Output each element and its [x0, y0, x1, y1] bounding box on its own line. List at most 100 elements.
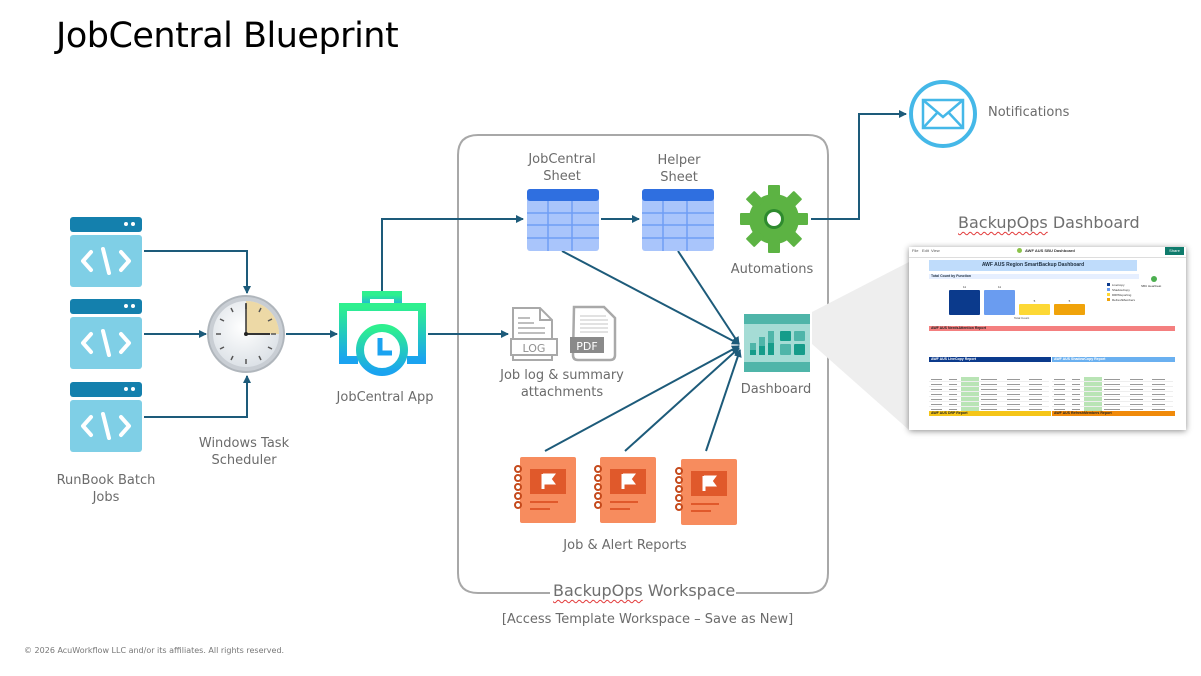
- preview-cell-text: [1104, 403, 1120, 405]
- preview-table-cell: [1052, 407, 1070, 411]
- code-window-icon: [70, 217, 142, 287]
- preview-table-cell: [1027, 397, 1049, 401]
- preview-cell-text: [981, 393, 997, 395]
- preview-table-cell: [947, 407, 961, 411]
- preview-table-cell: [1084, 397, 1102, 401]
- preview-table-row: [1052, 397, 1173, 402]
- preview-cell-text: [1007, 388, 1021, 390]
- preview-beam: [812, 262, 909, 430]
- preview-table-cell: [1128, 397, 1150, 401]
- code-window-icon: [70, 299, 142, 369]
- preview-table-cell: [1150, 407, 1172, 411]
- preview-bar-value: 5: [1068, 299, 1071, 303]
- preview-table-cell: [1128, 407, 1150, 411]
- notifications-label: Notifications: [988, 105, 1070, 120]
- preview-cell-text: [949, 408, 958, 410]
- preview-title: BackupOps Dashboard: [958, 213, 1140, 232]
- preview-cell-text: [1104, 388, 1120, 390]
- preview-cell-text: [1104, 383, 1120, 385]
- preview-cell-text: [1072, 378, 1081, 380]
- preview-cell-text: [1007, 403, 1021, 405]
- preview-bar-drpreporting: [1019, 304, 1050, 315]
- preview-table-row: [929, 387, 1049, 392]
- preview-cell-text: [981, 388, 997, 390]
- preview-cell-text: [1007, 393, 1021, 395]
- report-notebook-icon: [514, 457, 576, 523]
- attachments-label-line2: attachments: [520, 385, 604, 400]
- helper-sheet-label-line2: Sheet: [660, 170, 698, 185]
- preview-cell-text: [1072, 398, 1081, 400]
- preview-cell-text: [981, 403, 997, 405]
- preview-table-row: [929, 397, 1049, 402]
- app-label: JobCentral App: [336, 390, 434, 405]
- preview-cell-text: [949, 398, 958, 400]
- preview-cell-text: [1104, 393, 1120, 395]
- arrow-automations-notifications: [811, 110, 907, 220]
- spreadsheet-icon: [642, 189, 714, 251]
- jobcentral-sheet-label: JobCentral Sheet: [503, 151, 621, 185]
- preview-cell-text: [1007, 408, 1021, 410]
- preview-cell-text: [1029, 383, 1043, 385]
- preview-cell-text: [1152, 383, 1166, 385]
- preview-cell-text: [1029, 378, 1043, 380]
- preview-doc-title: AWF AUS SBU Dashboard: [1025, 248, 1075, 253]
- preview-cell-text: [1054, 398, 1065, 400]
- preview-status-label: SBU Heartbeat: [1141, 284, 1162, 288]
- preview-table-cell: [1084, 387, 1102, 391]
- preview-cell-text: [1152, 388, 1166, 390]
- preview-cell-text: [931, 393, 942, 395]
- preview-section-refreshmembers: AWF AUS RefreshMembers Report: [1052, 411, 1175, 416]
- attachments-label-line1: Job log & summary: [500, 368, 624, 383]
- preview-bar-value: 11: [997, 285, 1002, 289]
- preview-table-cell: [1102, 407, 1128, 411]
- spreadsheet-icon: [527, 189, 599, 251]
- scheduler-label-line2: Scheduler: [211, 453, 277, 468]
- jobcentral-sheet-label-line1: JobCentral: [528, 152, 596, 167]
- preview-cell-text: [1054, 403, 1065, 405]
- preview-cell-text: [1152, 378, 1166, 380]
- preview-bar-livecopy: [949, 290, 980, 315]
- preview-table-cell: [1128, 392, 1150, 396]
- workspace-title-word1: BackupOps: [553, 581, 643, 600]
- arrow-report1-dashboard: [544, 345, 740, 452]
- preview-cell-text: [1029, 388, 1043, 390]
- preview-cell-text: [1130, 408, 1144, 410]
- preview-table-cell: [1027, 402, 1049, 406]
- preview-table-cell: [961, 392, 979, 396]
- runbook-label-line2: Jobs: [92, 490, 120, 505]
- legend-label: RefreshMembers: [1112, 297, 1136, 302]
- preview-cell-text: [1007, 378, 1021, 380]
- dashboard-preview: File Edit View AWF AUS SBU Dashboard Sha…: [909, 247, 1186, 430]
- code-window-icon: [70, 382, 142, 452]
- preview-cell-text: [1104, 408, 1120, 410]
- dashboard-label: Dashboard: [740, 382, 812, 397]
- preview-table-cell: [1150, 392, 1172, 396]
- report-notebook-icon: [675, 459, 737, 525]
- dashboard-icon: [744, 314, 810, 372]
- preview-legend-item: ShadowCopy: [1107, 287, 1135, 292]
- preview-cell-text: [931, 398, 942, 400]
- preview-table-cell: [1052, 387, 1070, 391]
- preview-table-cell: [1102, 392, 1128, 396]
- preview-table-cell: [1102, 387, 1128, 391]
- preview-table-row: [929, 382, 1049, 387]
- preview-table-row: [1052, 402, 1173, 407]
- clock-icon: [207, 295, 285, 373]
- preview-table-cell: [1102, 382, 1128, 386]
- preview-cell-text: [1007, 398, 1021, 400]
- preview-table-livecopy: [929, 377, 1049, 412]
- preview-table-cell: [1070, 382, 1084, 386]
- preview-chart-title: Total Count by Function: [929, 274, 1139, 279]
- pdf-badge: PDF: [576, 340, 597, 353]
- legend-swatch: [1107, 283, 1110, 286]
- preview-cell-text: [1152, 408, 1166, 410]
- runbook-label: RunBook Batch Jobs: [48, 472, 164, 506]
- preview-table-cell: [1150, 382, 1172, 386]
- preview-table-cell: [1052, 397, 1070, 401]
- preview-section-drp: AWF AUS DRP Report: [929, 411, 1051, 416]
- legend-label: DRPReporting: [1112, 292, 1132, 297]
- preview-cell-text: [1029, 393, 1043, 395]
- preview-cell-text: [931, 408, 942, 410]
